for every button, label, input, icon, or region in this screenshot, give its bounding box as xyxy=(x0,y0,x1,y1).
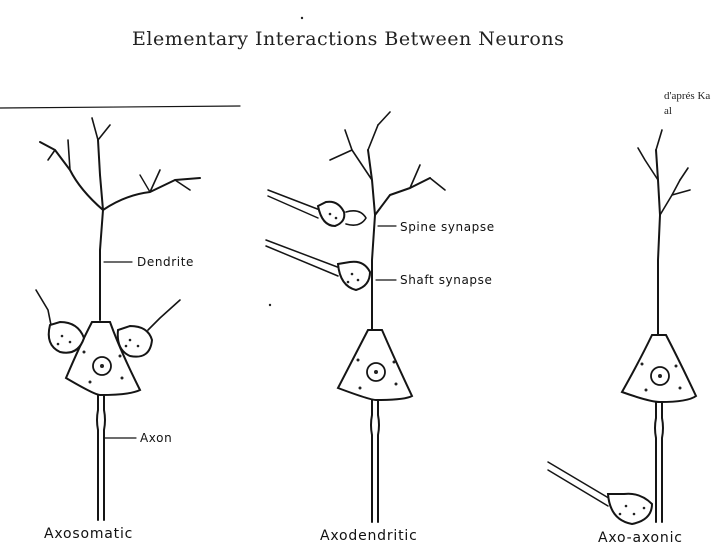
divider-line xyxy=(0,105,241,109)
label-spine-synapse: Spine synapse xyxy=(400,220,495,234)
label-axon: Axon xyxy=(140,431,173,445)
credit-line-1: d'aprés Ka xyxy=(664,90,711,102)
neuron-axodendritic xyxy=(265,111,446,523)
neuron-axosomatic xyxy=(35,117,201,521)
label-dendrite: Dendrite xyxy=(137,255,195,269)
label-shaft-synapse: Shaft synapse xyxy=(400,273,493,287)
neuron-axo-axonic xyxy=(547,129,698,526)
credit-line-2: al xyxy=(664,105,672,117)
caption-axodendritic: Axodendritic xyxy=(320,528,418,544)
source-credit: d'aprés Ka al xyxy=(664,89,720,119)
caption-axo-axonic: Axo-axonic xyxy=(598,530,683,546)
diagram-title: Elementary Interactions Between Neurons xyxy=(132,28,565,50)
caption-axosomatic: Axosomatic xyxy=(44,526,134,542)
